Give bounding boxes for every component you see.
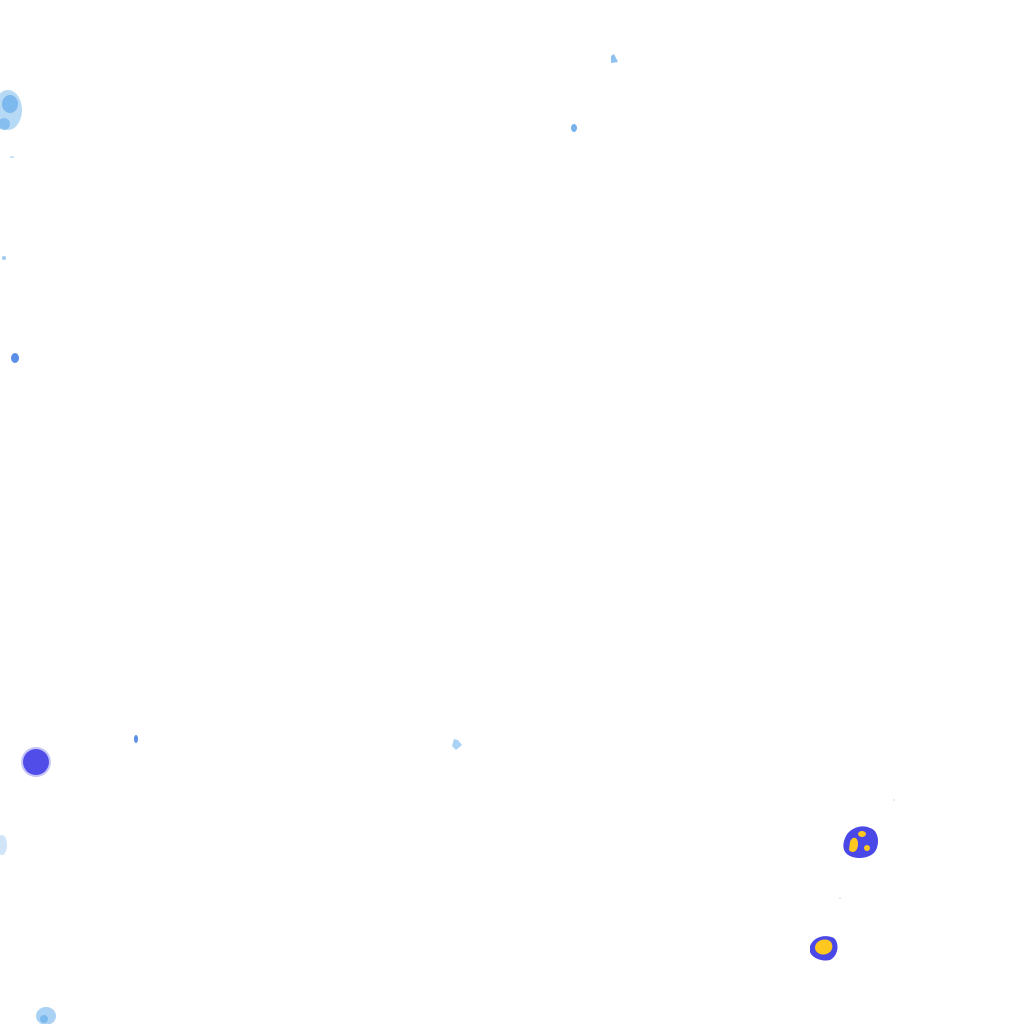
precip-strong-halo [21, 747, 51, 777]
precip-heavy-core-3 [864, 845, 870, 851]
precip-cell-left-strong [21, 747, 51, 777]
precip-speck-mid-2 [452, 739, 462, 750]
precip-heavy-core-2 [858, 831, 866, 837]
precip-light-left-bottom [0, 835, 7, 855]
precip-speck-left [2, 256, 6, 260]
precip-speck-right-2 [839, 897, 841, 899]
precip-speck [10, 156, 14, 158]
precip-medium-blob [40, 1015, 48, 1023]
precip-cell-top-left [0, 90, 22, 158]
precip-medium-blob [0, 118, 10, 130]
precip-speck-left-2 [11, 353, 19, 363]
precip-speck-right [893, 799, 895, 801]
precip-medium-blob [2, 95, 18, 113]
precip-speck-top [611, 54, 618, 63]
precip-speck-top-2 [571, 124, 577, 132]
precip-speck-mid [134, 735, 138, 743]
precip-cell-bottom-left [36, 1007, 56, 1024]
precip-heavy-core [815, 939, 833, 955]
precip-heavy-core [849, 837, 858, 852]
precip-cell-heavy-1 [843, 826, 878, 858]
precip-cell-heavy-2 [810, 936, 838, 961]
precip-strong-blob [23, 749, 49, 775]
